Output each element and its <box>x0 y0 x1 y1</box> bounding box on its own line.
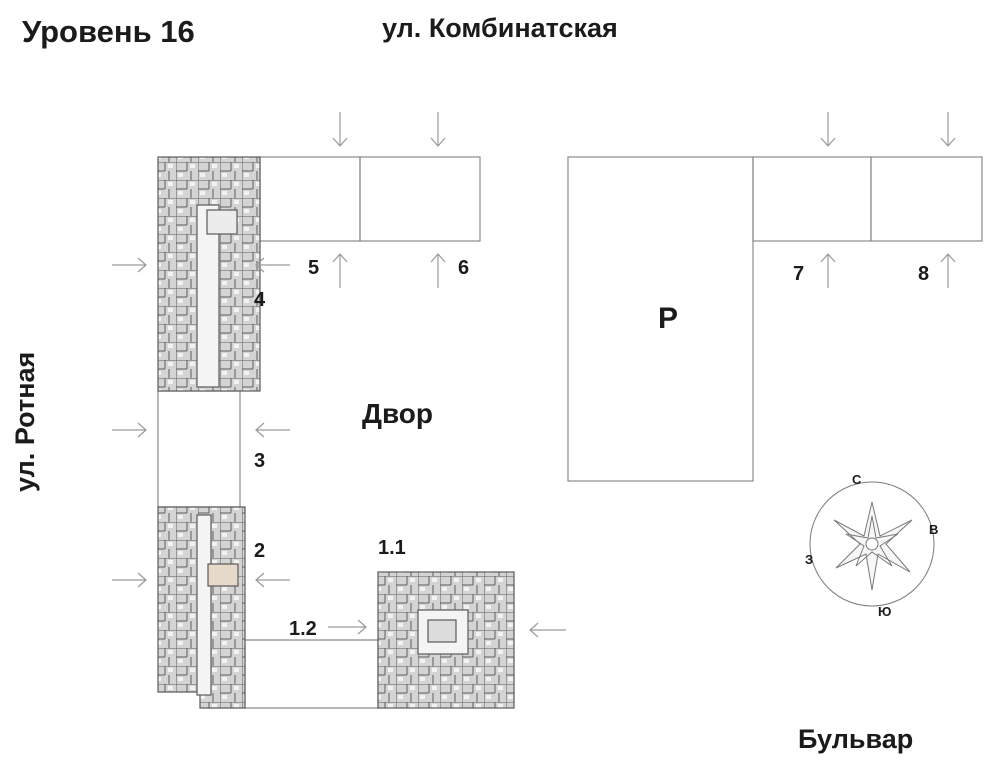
yard-label: Двор <box>362 398 433 429</box>
street-label-left: ул. Ротная <box>10 351 40 492</box>
parking-block <box>567 156 754 482</box>
compass-rose-icon <box>809 481 935 607</box>
compass-east: В <box>929 522 939 537</box>
street-label-top: ул. Комбинатская <box>382 13 618 43</box>
section-label-2: 2 <box>254 540 266 562</box>
level-title: Уровень 16 <box>22 14 195 49</box>
compass-north: С <box>852 472 862 487</box>
section-label-4: 4 <box>254 289 266 311</box>
section-label-1-2: 1.2 <box>289 618 317 640</box>
section-label-8: 8 <box>918 263 930 285</box>
entrance-arrow-icon <box>112 112 956 638</box>
section-7-block <box>752 156 872 242</box>
compass-south: Ю <box>878 604 892 619</box>
floor-plan-section-2 <box>157 506 246 709</box>
section-8-block <box>870 156 983 242</box>
floor-plan-section-1-1 <box>377 571 515 709</box>
section-1-2-block <box>244 639 379 709</box>
section-label-5: 5 <box>308 257 320 279</box>
section-label-1-1: 1.1 <box>378 537 406 559</box>
section-5-block <box>259 156 361 242</box>
section-3-block <box>157 390 241 508</box>
building-outlines <box>157 156 983 709</box>
floor-plan-section-4 <box>157 156 261 392</box>
section-label-7: 7 <box>793 263 805 285</box>
section-6-block <box>359 156 481 242</box>
section-label-6: 6 <box>458 257 470 279</box>
compass-west: З <box>805 552 814 567</box>
street-label-boulevard: Бульвар <box>798 724 914 754</box>
section-label-3: 3 <box>254 450 266 472</box>
parking-label: Р <box>658 302 679 335</box>
